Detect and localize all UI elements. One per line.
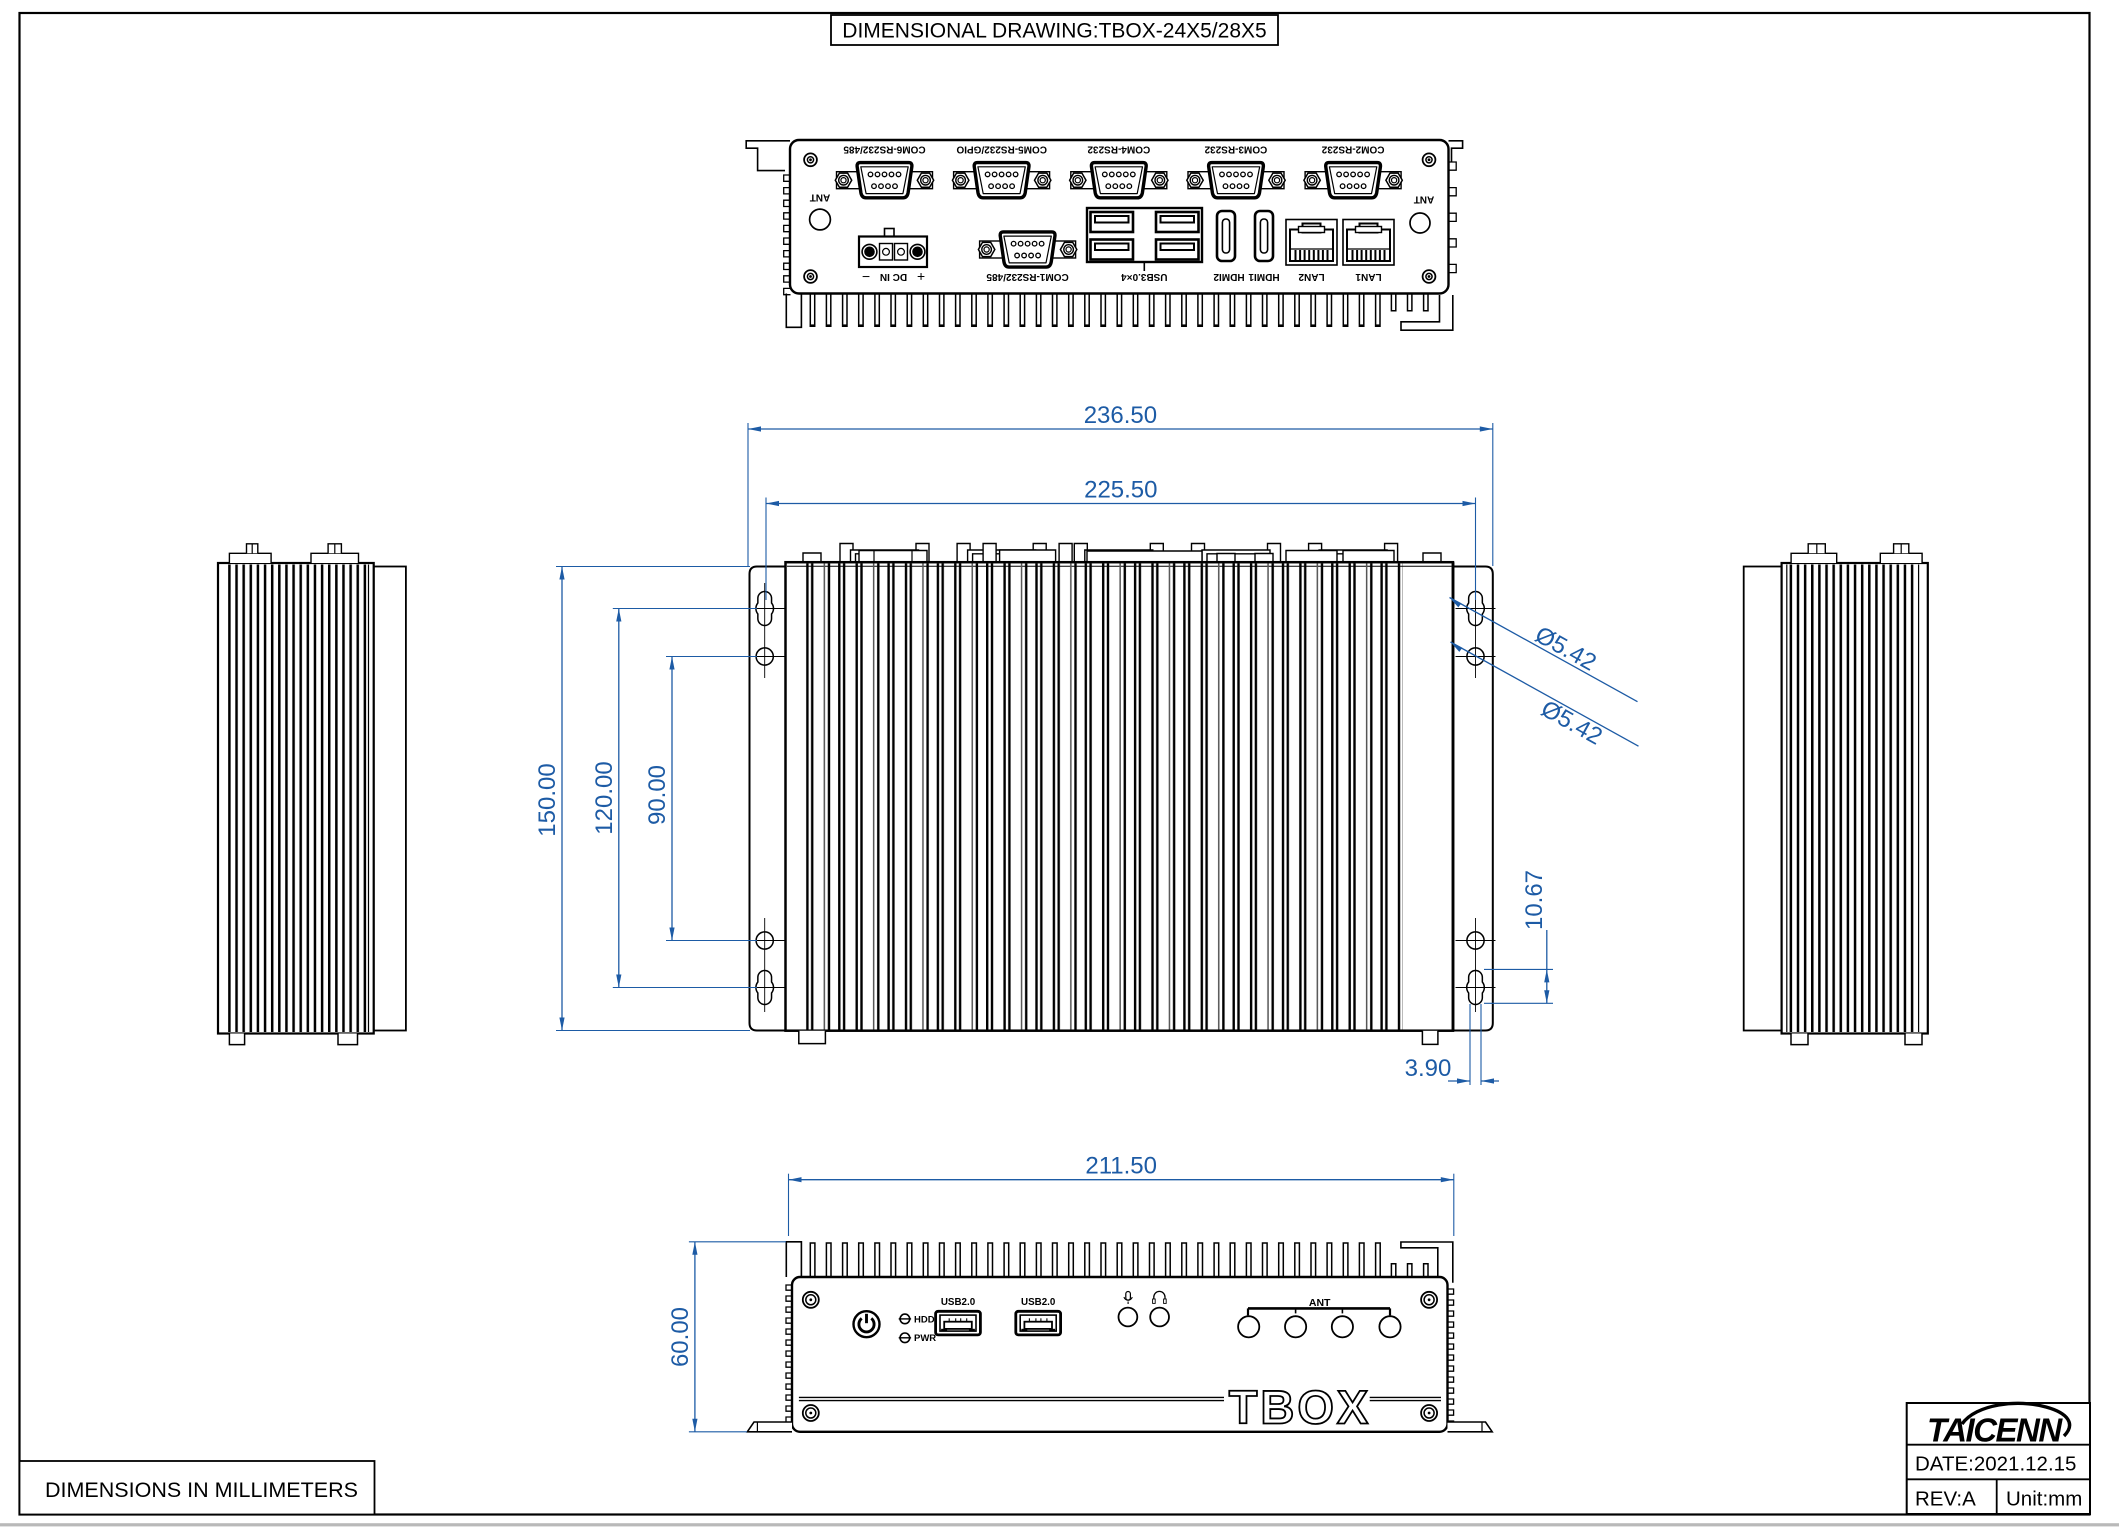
svg-text:TBOX: TBOX: [1229, 1381, 1372, 1434]
svg-text:COM6-RS232/485: COM6-RS232/485: [843, 143, 926, 154]
svg-text:225.50: 225.50: [1084, 477, 1157, 504]
svg-text:LAN2: LAN2: [1298, 271, 1325, 282]
svg-text:236.50: 236.50: [1084, 402, 1157, 429]
svg-text:HDMI1: HDMI1: [1248, 271, 1280, 282]
svg-text:LAN1: LAN1: [1355, 271, 1382, 282]
svg-text:150.00: 150.00: [534, 763, 561, 836]
svg-text:PWR: PWR: [914, 1333, 936, 1344]
svg-text:TAICENN: TAICENN: [1927, 1412, 2063, 1449]
svg-text:DIMENSIONAL DRAWING:TBOX-24X5/: DIMENSIONAL DRAWING:TBOX-24X5/28X5: [842, 20, 1266, 43]
svg-text:HDD: HDD: [914, 1314, 935, 1325]
svg-text:COM3-RS232: COM3-RS232: [1204, 143, 1267, 154]
svg-text:Unit:mm: Unit:mm: [2006, 1488, 2082, 1511]
svg-text:COM1-RS232/485: COM1-RS232/485: [986, 271, 1069, 282]
svg-text:10.67: 10.67: [1521, 870, 1548, 930]
svg-text:211.50: 211.50: [1085, 1153, 1157, 1180]
svg-text:ANT: ANT: [810, 191, 831, 202]
svg-text:3.90: 3.90: [1405, 1055, 1452, 1082]
svg-text:USB2.0: USB2.0: [941, 1297, 976, 1308]
svg-text:COM2-RS232: COM2-RS232: [1321, 143, 1384, 154]
svg-text:ANT: ANT: [1414, 193, 1435, 204]
svg-text:DATE:2021.12.15: DATE:2021.12.15: [1915, 1453, 2076, 1476]
svg-text:TBOX: TBOX: [1229, 1381, 1372, 1434]
svg-text:USB2.0: USB2.0: [1021, 1297, 1056, 1308]
svg-text:REV:A: REV:A: [1915, 1488, 1976, 1511]
svg-text:USB3.0×4: USB3.0×4: [1121, 271, 1168, 282]
svg-text:DIMENSIONS IN MILLIMETERS: DIMENSIONS IN MILLIMETERS: [45, 1478, 358, 1502]
svg-text:COM4-RS232: COM4-RS232: [1087, 143, 1150, 154]
svg-text:COM5-RS232/GPIO: COM5-RS232/GPIO: [956, 143, 1047, 154]
svg-text:120.00: 120.00: [591, 761, 618, 834]
svg-text:60.00: 60.00: [667, 1307, 694, 1367]
svg-text:DC IN: DC IN: [880, 271, 907, 282]
svg-text:−: −: [862, 269, 870, 285]
svg-text:+: +: [917, 269, 925, 285]
svg-text:90.00: 90.00: [644, 765, 671, 825]
svg-text:ANT: ANT: [1309, 1297, 1331, 1309]
svg-text:HDMI2: HDMI2: [1213, 271, 1245, 282]
